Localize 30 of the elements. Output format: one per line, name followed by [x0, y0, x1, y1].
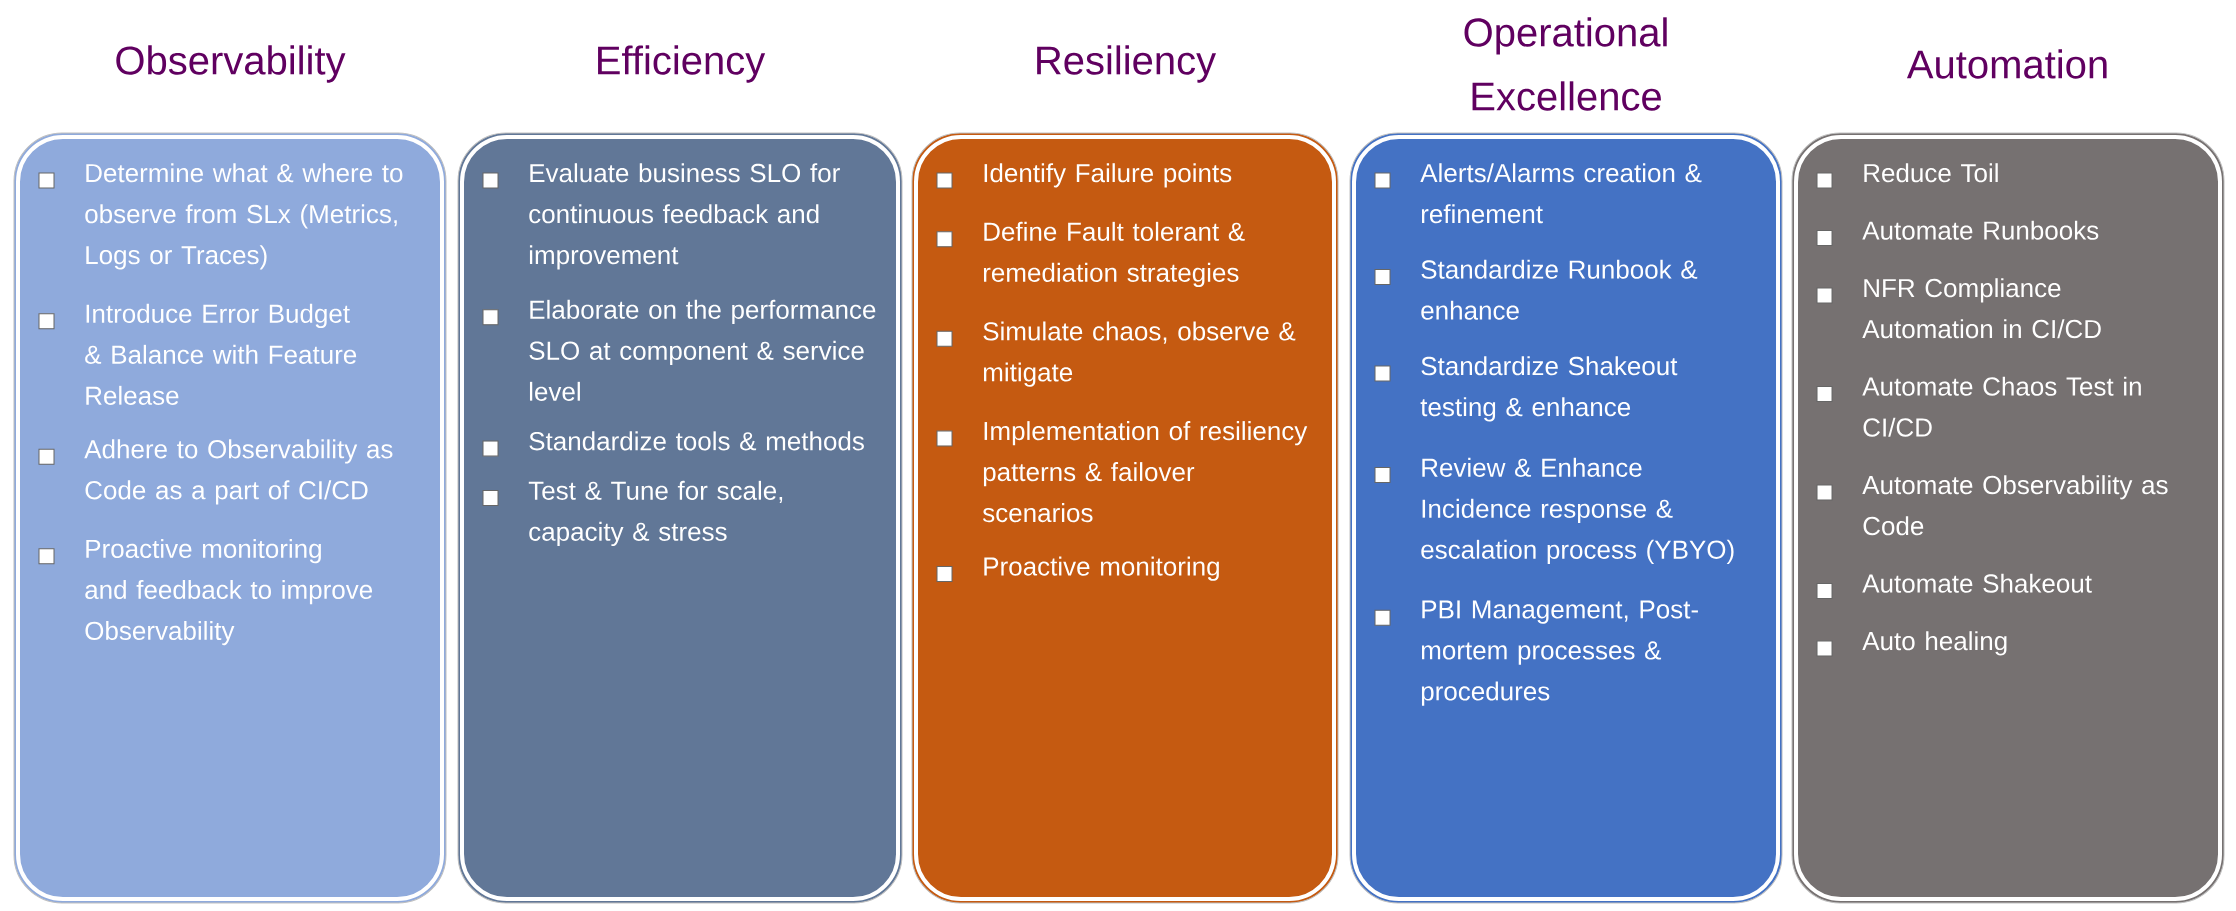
column-heading: Automation — [1906, 49, 2107, 79]
checklist-item: Automate Chaos Test in CI/CD — [1862, 376, 2141, 437]
checklist-item: Auto healing — [1862, 631, 2007, 656]
checklist-item: Adhere to Observability as Code as a part of CI/CD — [84, 439, 393, 505]
checklist-item: Test & Tune for scale, capacity & stress — [528, 480, 783, 547]
checklist-item: Automate Shakeout — [1862, 573, 2092, 593]
checklist-item: Evaluate business SLO for continuous feedback and improvement — [529, 163, 840, 270]
checklist-item: Proactive monitoring — [984, 556, 1219, 581]
checklist-item: Automate Runbooks — [1862, 220, 2099, 240]
checklist-item: Proactive monitoring and feedback to improve Observability — [85, 538, 373, 646]
checklist-item: Elaborate on the performance SLO at component & service level — [529, 299, 876, 401]
column-heading: Observability — [116, 45, 346, 83]
checklist-item: Define Fault tolerant & remediation strategies — [983, 221, 1245, 288]
checklist-item: Standardize Shakeout testing & enhance — [1420, 356, 1678, 422]
checklist-item: Alerts/Alarms creation & refinement — [1420, 163, 1702, 224]
checklist-item: NFR Compliance Automation in CI/CD — [1862, 278, 2101, 339]
checklist-item: Automate Observability as Code — [1862, 475, 2168, 536]
checklist-item: Standardize tools & methods — [529, 431, 864, 451]
checklist-item: Simulate chaos, observe & mitigate — [983, 321, 1296, 387]
checklist-item: Standardize Runbook & enhance — [1421, 259, 1698, 320]
checklist-item: Identify Failure points — [984, 163, 1232, 188]
checklist-item: PBI Management, Post-mortem processes & procedures — [1421, 600, 1698, 706]
column-heading: Resiliency — [1037, 45, 1217, 83]
checklist-item: Introduce Error Budget & Balance with Feature Release — [85, 303, 357, 405]
column-heading: Operational Excellence — [1464, 17, 1667, 111]
checklist-item: Implementation of resiliency patterns & failover scenarios — [982, 421, 1308, 523]
checklist-item: Reduce Toil — [1864, 163, 1998, 183]
checklist-item: Review & Enhance Incidence response & escalation process (YBYO) — [1421, 457, 1734, 565]
column-heading: Efficiency — [598, 45, 766, 83]
checklist-item: Determine what & where to observe from SLx (Metrics, Logs or Traces) — [85, 163, 403, 270]
